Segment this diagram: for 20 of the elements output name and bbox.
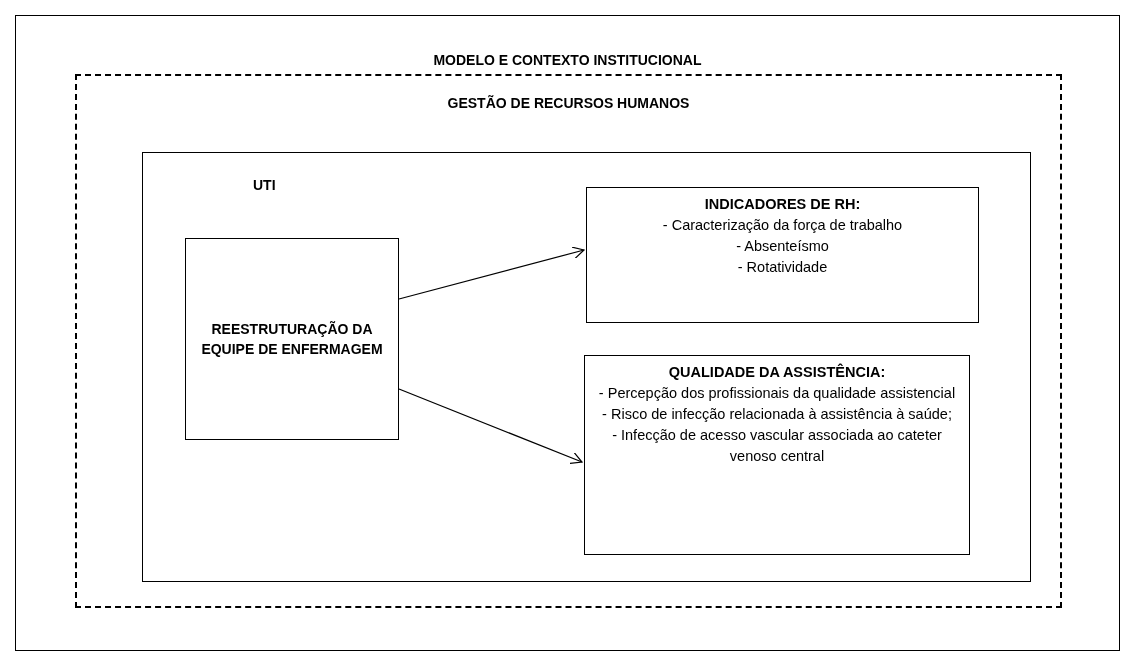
process-box [185, 238, 399, 440]
list-item: - Rotatividade [737, 258, 828, 278]
list-item: - Infecção de acesso vascular associada ao cateter venoso central [611, 426, 943, 467]
box-heading: QUALIDADE DA ASSISTÊNCIA: [668, 362, 886, 382]
box-heading: INDICADORES DE RH: [704, 195, 861, 214]
frame-box [142, 152, 1031, 582]
frame-title: MODELO E CONTEXTO INSTITUCIONAL [432, 52, 703, 68]
frame-title: UTI [253, 177, 276, 193]
list-item: - Caracterização da força de trabalho [662, 216, 903, 235]
info-box [586, 187, 979, 323]
frame-box [15, 15, 1120, 651]
list-item: - Percepção dos profissionais da qualidade assistencial [598, 384, 956, 403]
arrow [398, 388, 583, 465]
frame-title: GESTÃO DE RECURSOS HUMANOS [446, 95, 691, 111]
dashed-frame [75, 74, 1062, 608]
list-item: - Risco de infecção relacionada à assistência à saúde; [602, 405, 952, 425]
list-item: - Absenteísmo [736, 237, 829, 257]
arrow [398, 246, 585, 300]
info-box [584, 355, 970, 555]
box-label: REESTRUTURAÇÃO DA EQUIPE DE ENFERMAGEM [200, 319, 384, 359]
